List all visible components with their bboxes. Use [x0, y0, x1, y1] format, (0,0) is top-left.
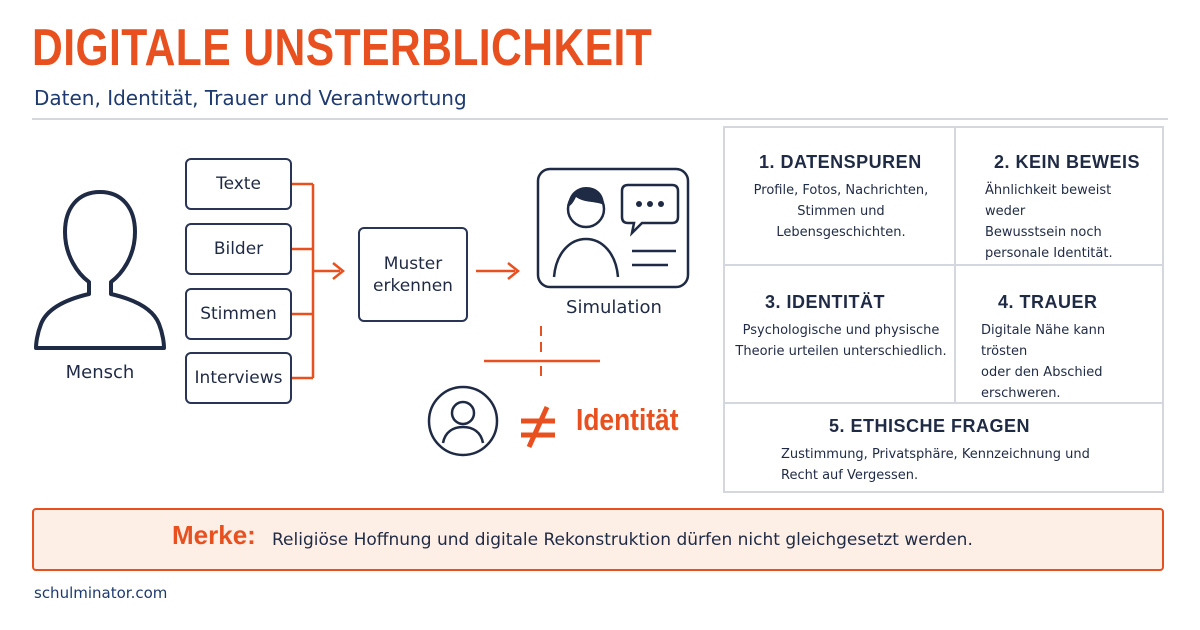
cell-4-title: 4. TRAUER	[998, 292, 1098, 312]
cell-4-text: Digitale Nähe kann trösten oder den Absc…	[981, 323, 1106, 401]
cell-3-title: 3. IDENTITÄT	[765, 292, 886, 312]
topic-grid: 1. DATENSPUREN Profile, Fotos, Nachricht…	[723, 126, 1164, 493]
cell-2-title: 2. KEIN BEWEIS	[994, 152, 1141, 172]
merke-text: Religiöse Hoffnung und digitale Rekonstr…	[272, 530, 973, 550]
merke-label: Merke:	[172, 520, 256, 550]
person-label: Mensch	[65, 362, 135, 383]
not-equal-icon	[521, 405, 555, 449]
cell-5-title: 5. ETHISCHE FRAGEN	[829, 416, 1031, 436]
avatar-circle-icon	[427, 385, 499, 457]
data-source-stimmen: Stimmen	[185, 288, 292, 340]
person-silhouette-icon	[34, 190, 166, 350]
data-source-bilder: Bilder	[185, 223, 292, 275]
footer-source: schulminator.com	[34, 584, 168, 602]
cell-1-title: 1. DATENSPUREN	[759, 152, 922, 172]
page-subtitle: Daten, Identität, Trauer und Verantwortu…	[34, 86, 467, 110]
merke-callout	[32, 508, 1164, 571]
grid-horizontal-divider-1	[725, 264, 1162, 266]
cell-2-text: Ähnlichkeit beweist weder Bewusstsein no…	[985, 183, 1113, 261]
header-divider	[32, 118, 1168, 120]
grid-horizontal-divider-2	[725, 402, 1162, 404]
data-source-interviews: Interviews	[185, 352, 292, 404]
data-source-texte: Texte	[185, 158, 292, 210]
page-title: DIGITALE UNSTERBLICHKEIT	[32, 19, 653, 77]
simulation-label: Simulation	[566, 297, 662, 318]
identity-contrast-label: Identität	[576, 402, 679, 437]
grid-vertical-divider	[954, 128, 956, 404]
screen-avatar-chat-icon	[536, 167, 690, 289]
cell-1-text: Profile, Fotos, Nachrichten,Stimmen und …	[753, 183, 929, 240]
cell-5-text: Zustimmung, Privatsphäre, Kennzeichnung …	[781, 447, 1090, 483]
